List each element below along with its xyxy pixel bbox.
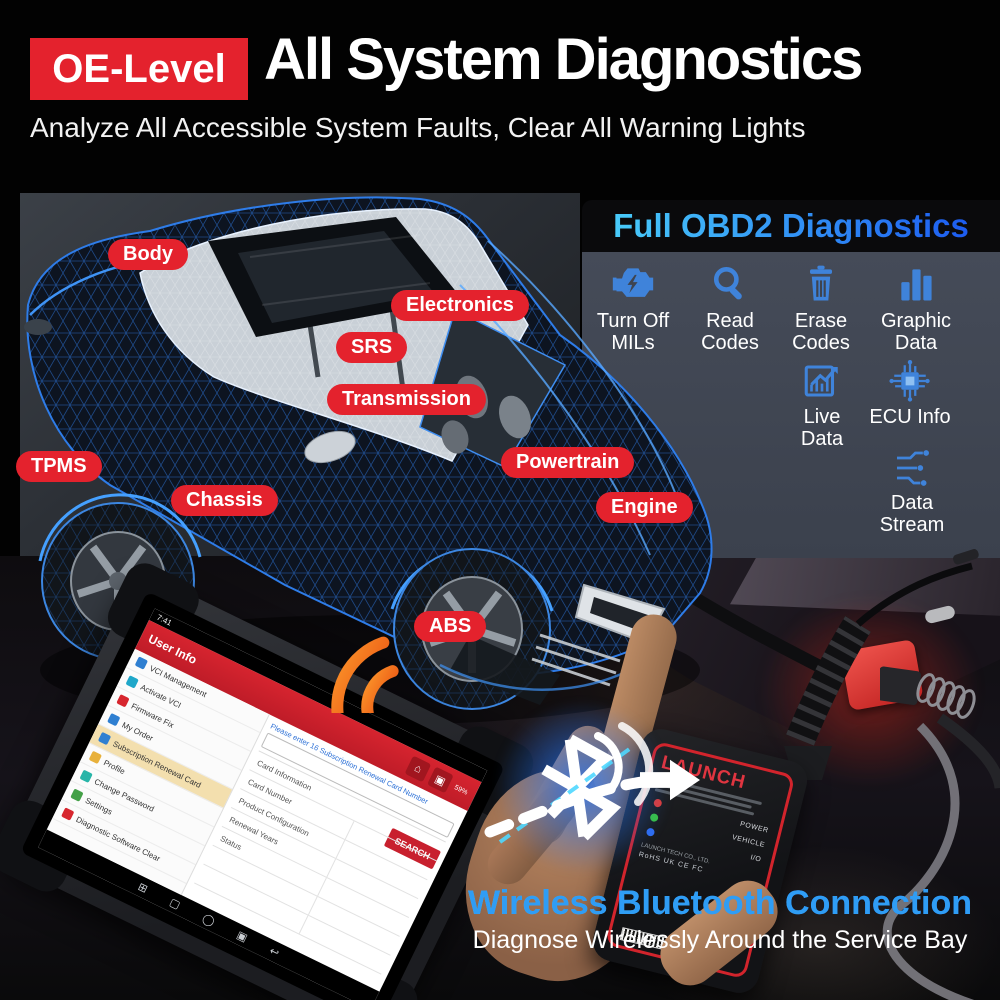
connector-coil [880,666,976,719]
oe-level-badge-text: OE-Level [52,46,226,91]
feature-caption: ECU Info [869,406,951,428]
obd2-title-bar: Full OBD2 Diagnostics [582,200,1000,252]
feature-caption: Data [890,492,934,514]
feature-live-data: Live Data [773,360,871,450]
car-label-engine: Engine [596,492,693,523]
led-label: I/O [749,853,762,864]
home-circle-icon[interactable]: ◯ [200,911,217,929]
feature-read-codes: Read Codes [681,262,779,354]
feature-erase-codes: Erase Codes [772,262,870,354]
connection-dashes [484,722,654,844]
car-diagram-panel [20,193,580,556]
menu-icon [97,731,112,746]
car-label-electronics: Electronics [391,290,529,321]
feature-caption: Codes [701,331,759,354]
feature-caption: Stream [879,513,945,536]
live-data-icon [804,365,838,397]
ecu-info-icon [889,360,930,402]
feature-data-stream: Data Stream [863,448,961,536]
feature-caption: MILs [611,331,655,354]
menu-icon [88,750,103,765]
car-label-tpms: TPMS [16,451,102,482]
menu-icon [125,675,139,689]
feature-ecu-info: ECU Info [861,360,959,429]
feature-caption: Graphic [880,310,952,332]
grid-icon[interactable]: ⊞ [135,880,150,896]
feature-caption: Codes [792,331,850,354]
back-icon[interactable]: ↩ [267,944,282,960]
dongle-cable [784,549,979,780]
menu-icon [116,694,130,708]
menu-icon [107,712,121,727]
feature-caption: Erase [794,310,848,332]
footer-title: Wireless Bluetooth Connection [450,884,990,923]
door-sill [730,556,1000,616]
read-codes-icon [713,267,742,300]
oe-level-badge: OE-Level [30,38,248,100]
feature-caption: Data [800,427,844,450]
wireless-signal-icon [331,636,399,713]
erase-codes-icon [810,265,832,301]
menu-icon [61,807,75,821]
obd2-title: Full OBD2 Diagnostics [613,207,969,244]
screenshot-icon[interactable]: ▣ [234,928,250,945]
feature-caption: Data [894,331,938,354]
car-label-body: Body [108,239,188,270]
feature-caption: Live [803,406,841,428]
feature-turn-off-mils: Turn Off MILs [584,262,682,354]
menu-label: Profile [102,757,127,776]
menu-icon [79,769,93,783]
graphic-data-icon [901,269,932,301]
led-label: POWER [739,820,770,835]
menu-icon [134,656,149,670]
feature-caption: Turn Off [596,310,670,332]
page-title: All System Diagnostics [264,27,863,92]
led-label: VEHICLE [731,833,766,849]
row-label: Status [218,833,244,852]
car-label-powertrain: Powertrain [501,447,635,478]
footer-subtitle: Diagnose Wirelessly Around the Service B… [472,926,968,954]
recents-icon[interactable]: ▢ [167,895,183,912]
page-subtitle: Analyze All Accessible System Faults, Cl… [30,112,806,143]
feature-graphic-data: Graphic Data [867,262,965,354]
home-icon[interactable]: ⌂ [404,755,432,783]
menu-icon [70,788,84,802]
car-label-srs: SRS [336,332,408,363]
car-label-chassis: Chassis [171,485,278,516]
car-label-abs: ABS [414,611,487,642]
feature-caption: Read [706,310,754,332]
turn-off-mils-icon [612,268,654,297]
car-label-transmission: Transmission [327,384,486,415]
data-stream-icon [897,450,929,486]
